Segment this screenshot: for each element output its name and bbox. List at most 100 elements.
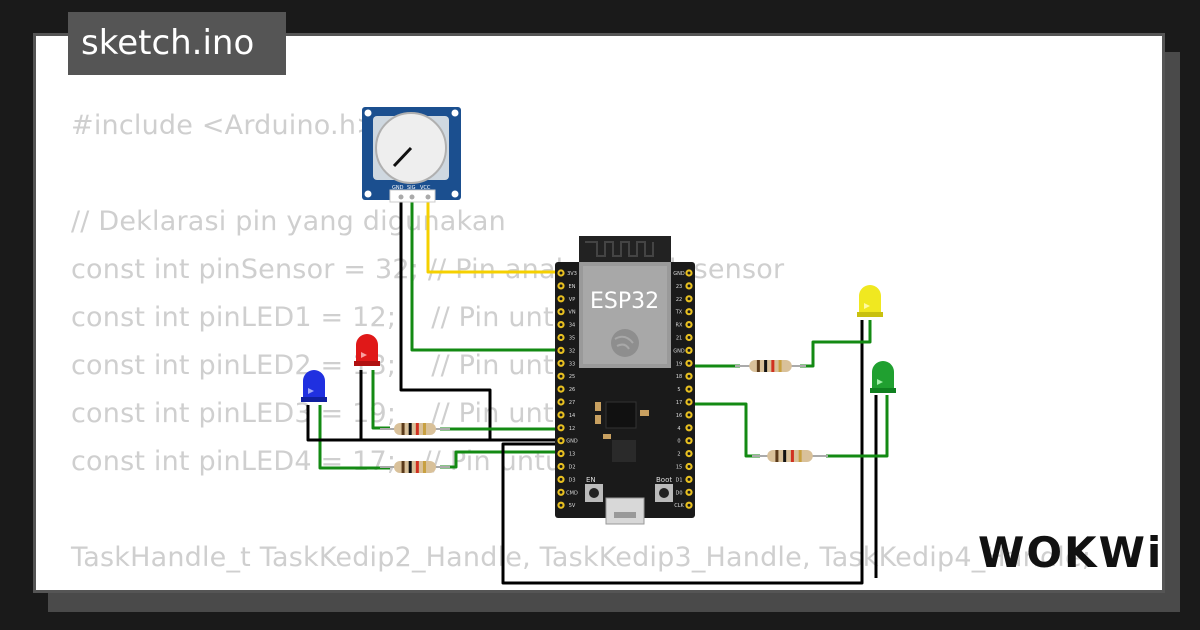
pin-label: D0 (675, 490, 682, 496)
pin-label: D2 (568, 465, 575, 471)
resistor-band (783, 450, 787, 462)
header-pin-hole (559, 413, 563, 417)
pin-label: GND (566, 439, 578, 445)
pot-pin (398, 194, 404, 200)
resistor-band (401, 423, 405, 435)
pin-label: 16 (676, 413, 682, 419)
header-pin-hole (559, 348, 563, 352)
header-pin-hole (687, 271, 691, 275)
header-pin-hole (559, 452, 563, 456)
led-green[interactable] (870, 361, 896, 393)
pin-label: VP (569, 297, 575, 303)
header-pin-hole (559, 323, 563, 327)
usb-port (605, 497, 645, 525)
led-red-body (356, 334, 378, 362)
pin-label: 14 (569, 413, 575, 419)
pin-label: 35 (569, 336, 575, 342)
resistor[interactable] (394, 423, 436, 435)
pin-label: VN (568, 310, 575, 316)
header-pin-hole (687, 426, 691, 430)
led-yellow-glint (864, 303, 870, 309)
espressif-logo-mark (614, 335, 634, 350)
file-tab: sketch.ino (68, 12, 286, 75)
header-pin-hole (687, 348, 691, 352)
resistor-band (798, 450, 802, 462)
led-red-rim (354, 361, 380, 366)
pin-label: GND (673, 348, 685, 354)
pin-label: 25 (569, 374, 575, 380)
pin-label: 26 (569, 387, 575, 393)
pin-label: CMD (566, 490, 578, 496)
pot-pin-label: SIG (407, 185, 416, 191)
wire-gnd-bus (501, 320, 864, 585)
wire-pot-vcc (426, 198, 558, 274)
pot-pin (425, 194, 431, 200)
led-green-rim (870, 388, 896, 393)
pot-mount-hole (364, 190, 372, 198)
pot-pin-label: GND (392, 185, 404, 191)
resistor-band (764, 360, 768, 372)
header-pin-hole (559, 310, 563, 314)
usb-uart-chip (612, 440, 636, 462)
header-pin-hole (559, 477, 563, 481)
header-pin-hole (559, 336, 563, 339)
wire-r4-green (826, 395, 889, 458)
pin-label: 15 (676, 465, 682, 471)
header-pin-hole (559, 387, 563, 391)
wire-led-blue-gnd (306, 405, 361, 442)
header-pin-hole (559, 361, 563, 365)
header-pin-hole (687, 439, 691, 443)
wire-pot-gnd (399, 198, 558, 442)
header-pin-hole (559, 465, 563, 468)
header-pin-hole (687, 336, 691, 339)
header-pin-hole (687, 310, 691, 314)
resistor-band (790, 450, 794, 462)
pin-label: 5 (677, 387, 680, 393)
wire-led-red-sig (371, 370, 390, 430)
led-yellow[interactable] (857, 285, 883, 317)
resistors (380, 360, 828, 473)
pin-label: 21 (676, 336, 682, 342)
resistor[interactable] (767, 450, 813, 462)
wokwi-logo-text: WOKWi (978, 528, 1163, 577)
resistor[interactable] (394, 461, 436, 473)
smd-component (595, 402, 601, 411)
header-pin-hole (687, 284, 691, 288)
header-pin-hole (687, 374, 691, 378)
led-blue-rim (301, 397, 327, 402)
led-green-body (872, 361, 894, 389)
resistor-band (771, 360, 775, 372)
header-pin-hole (559, 400, 563, 404)
led-blue[interactable] (301, 370, 327, 402)
resistor-band (422, 461, 426, 473)
pin-label: CLK (674, 503, 684, 509)
header-pin-hole (559, 297, 563, 301)
pot-pin (409, 194, 415, 200)
led-green-glint (877, 379, 883, 385)
header-pin-hole (559, 490, 563, 494)
header-pin-hole (559, 426, 563, 430)
resistor-band (775, 450, 779, 462)
antenna-trace (585, 241, 654, 257)
header-pin-hole (687, 297, 691, 301)
pin-label: GND (673, 271, 685, 277)
resistor[interactable] (749, 360, 792, 372)
header-pin-hole (559, 271, 563, 275)
board-label: ESP32 (590, 289, 659, 314)
pin-label: 27 (569, 400, 575, 406)
pot-mount-hole (364, 109, 372, 117)
led-red-glint (361, 352, 367, 358)
resistor-band (415, 423, 419, 435)
esp32-board[interactable]: ESP32 3V3ENVPVN343532332526271412GND13D2… (555, 236, 695, 525)
pin-label: 12 (569, 426, 575, 432)
smd-component (595, 415, 601, 424)
pin-label: 33 (569, 361, 575, 367)
header-pin-hole (687, 477, 691, 481)
header-pin-hole (687, 323, 691, 327)
potentiometer[interactable]: GND SIG VCC (362, 107, 461, 203)
resistor-band (408, 461, 412, 473)
led-red[interactable] (354, 334, 380, 366)
pin-label: 32 (569, 348, 575, 354)
resistor-band (401, 461, 405, 473)
